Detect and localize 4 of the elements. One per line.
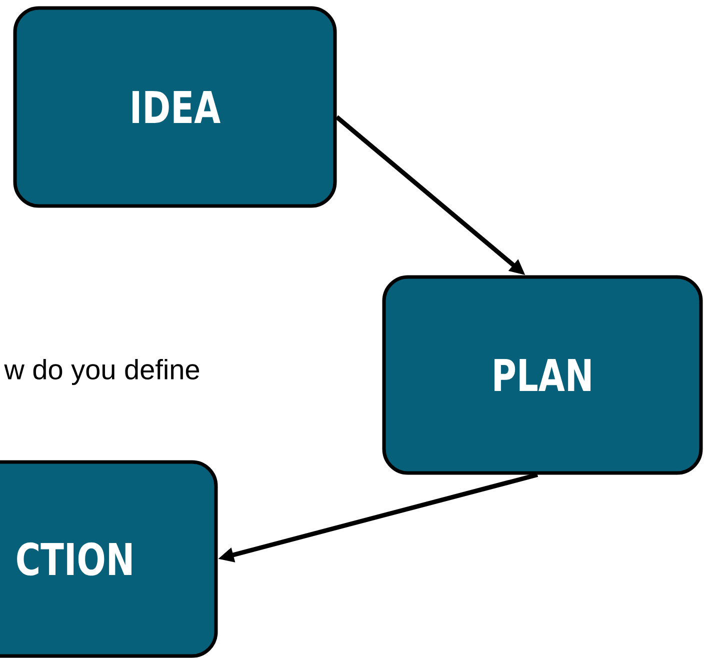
process-box: CTION xyxy=(0,460,218,658)
process-box: PLAN xyxy=(382,275,703,475)
question-text: w do you define xyxy=(4,358,200,386)
process-box: IDEA xyxy=(13,6,337,208)
